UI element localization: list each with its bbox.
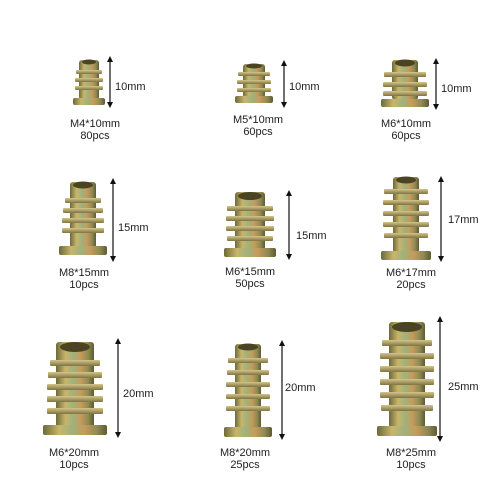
dimension-arrow: [279, 340, 285, 440]
insert-quantity: 50pcs: [235, 278, 265, 290]
insert-size: M8*20mm: [219, 447, 271, 459]
dimension-arrow: [107, 56, 113, 108]
dimension-label: 17mm: [448, 214, 479, 226]
insert-size: M5*10mm: [232, 114, 284, 126]
threaded-insert-image: [381, 176, 431, 260]
insert-size: M6*20mm: [48, 447, 100, 459]
insert-quantity: 20pcs: [396, 279, 426, 291]
insert-size: M6*10mm: [380, 118, 432, 130]
dimension-label: 10mm: [441, 83, 472, 95]
insert-label: M6*20mm 10pcs: [34, 447, 114, 471]
insert-quantity: 10pcs: [396, 459, 426, 471]
dimension-label: 25mm: [448, 381, 479, 393]
dimension-label: 20mm: [285, 382, 316, 394]
threaded-insert-image: [224, 343, 272, 437]
dimension-label: 10mm: [115, 81, 146, 93]
threaded-insert-image: [235, 63, 273, 103]
insert-size: M8*25mm: [385, 447, 437, 459]
insert-quantity: 80pcs: [80, 130, 110, 142]
dimension-label: 20mm: [123, 388, 154, 400]
dimension-arrow: [281, 60, 287, 108]
insert-quantity: 10pcs: [69, 279, 99, 291]
threaded-insert-image: [381, 59, 429, 107]
insert-quantity: 60pcs: [391, 130, 421, 142]
insert-quantity: 25pcs: [230, 459, 260, 471]
dimension-arrow: [115, 338, 121, 438]
insert-label: M4*10mm 80pcs: [55, 118, 135, 142]
insert-label: M8*20mm 25pcs: [205, 447, 285, 471]
insert-label: M5*10mm 60pcs: [218, 114, 298, 138]
insert-label: M6*17mm 20pcs: [366, 267, 456, 291]
dimension-arrow: [286, 190, 292, 260]
insert-size: M6*15mm: [224, 266, 276, 278]
dimension-label: 15mm: [296, 230, 327, 242]
dimension-arrow: [433, 58, 439, 110]
threaded-insert-image: [59, 181, 107, 255]
dimension-label: 15mm: [118, 222, 149, 234]
threaded-insert-image: [377, 322, 437, 436]
insert-size: M4*10mm: [69, 118, 121, 130]
threaded-insert-image: [43, 342, 107, 435]
dimension-arrow: [438, 176, 444, 262]
threaded-insert-image: [73, 59, 105, 105]
insert-quantity: 10pcs: [59, 459, 89, 471]
dimension-arrow: [437, 316, 443, 442]
threaded-insert-image: [224, 192, 276, 257]
dimension-arrow: [110, 178, 116, 262]
insert-size: M6*17mm: [385, 267, 437, 279]
insert-label: M6*15mm 50pcs: [205, 266, 295, 290]
dimension-label: 10mm: [289, 81, 320, 93]
insert-label: M8*25mm 10pcs: [366, 447, 456, 471]
insert-label: M6*10mm 60pcs: [366, 118, 446, 142]
insert-label: M8*15mm 10pcs: [44, 267, 124, 291]
insert-quantity: 60pcs: [243, 126, 273, 138]
insert-size: M8*15mm: [58, 267, 110, 279]
